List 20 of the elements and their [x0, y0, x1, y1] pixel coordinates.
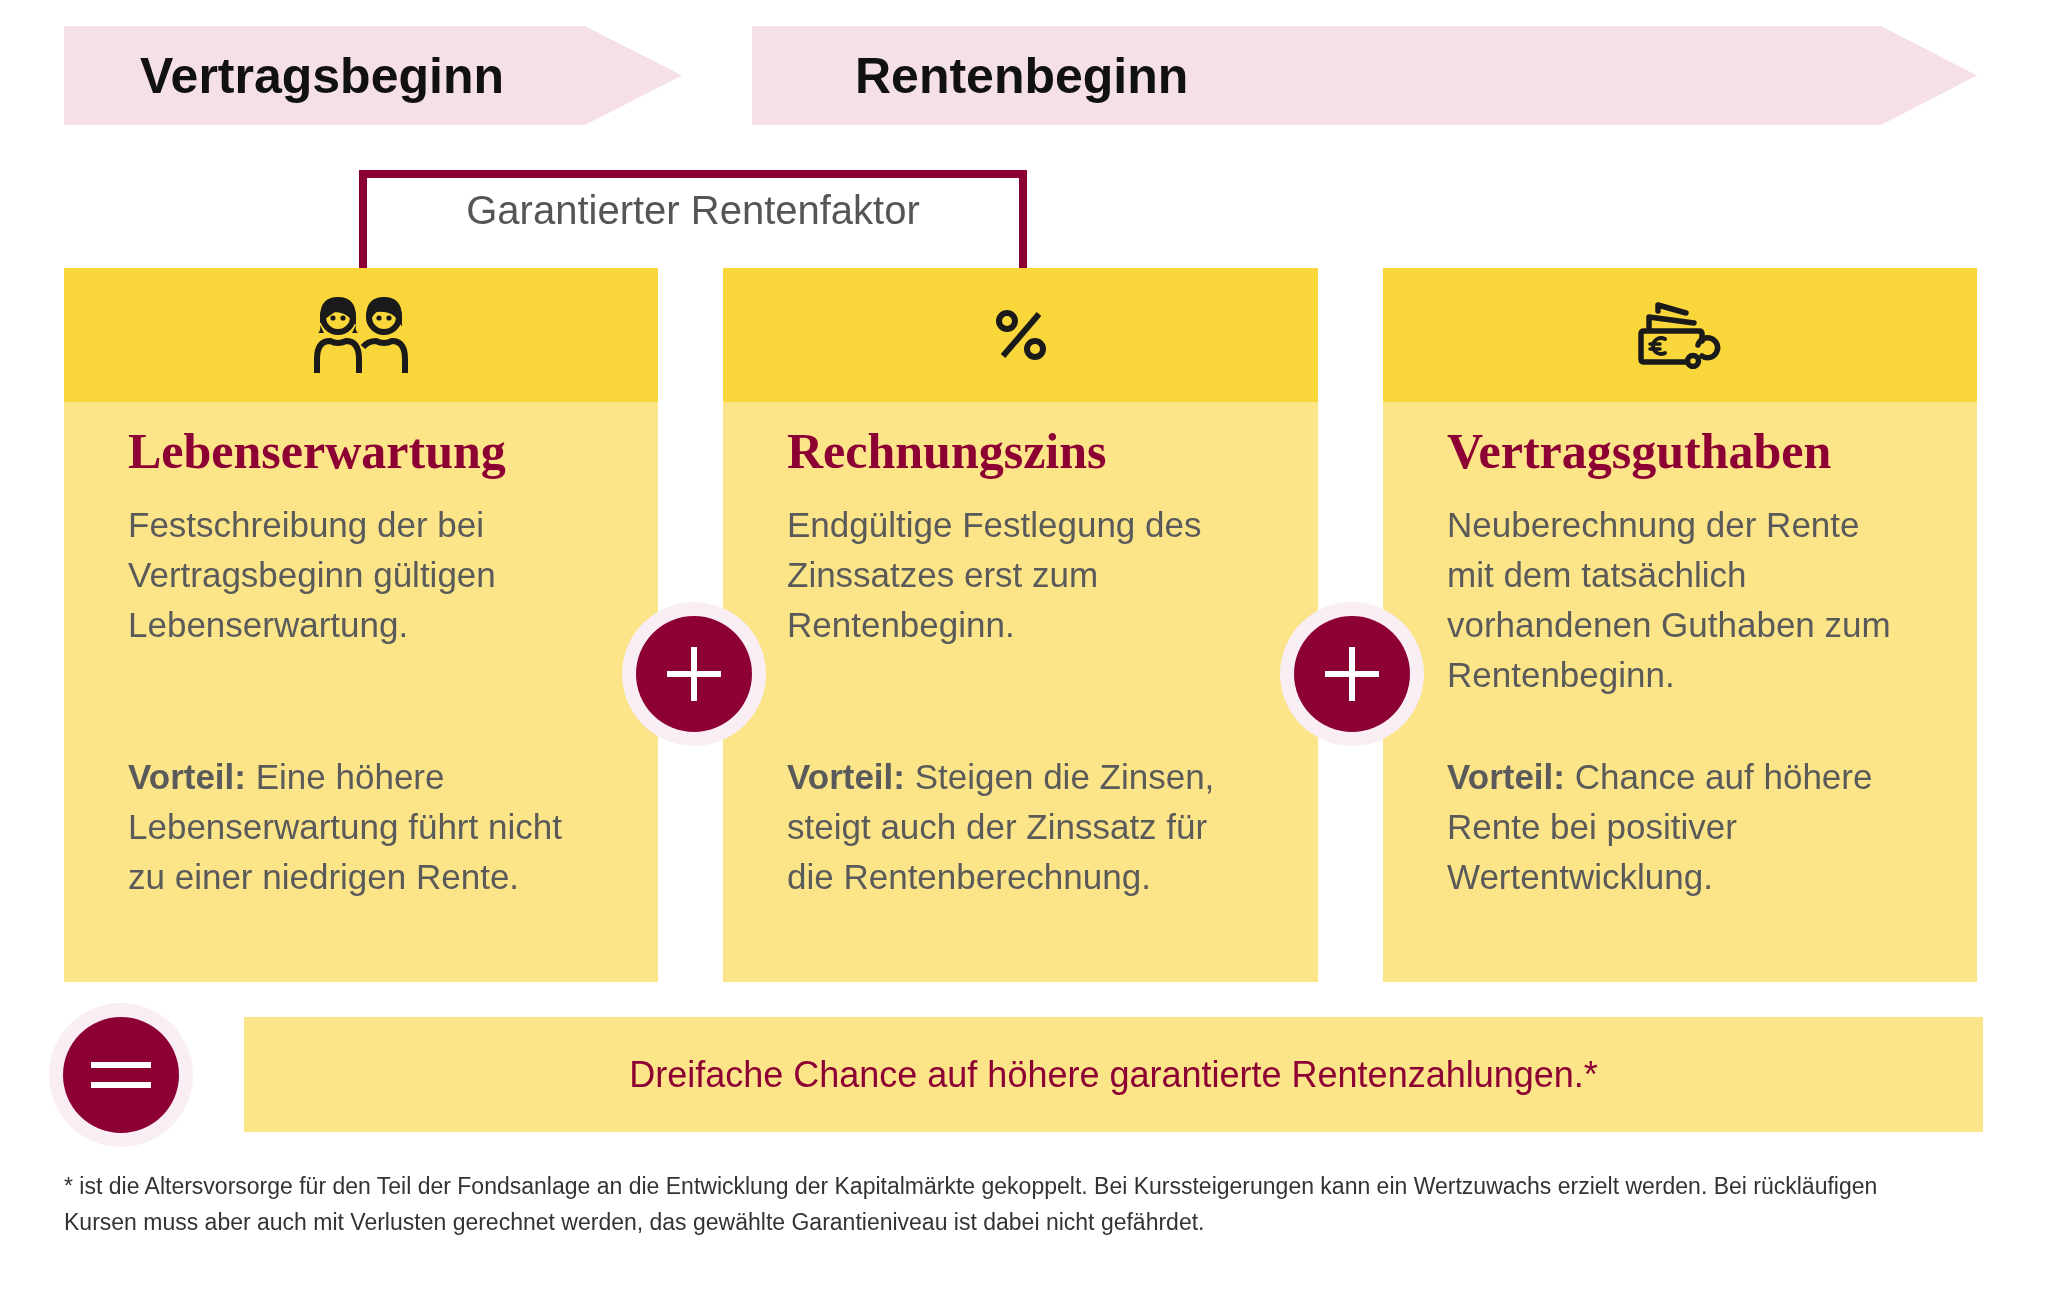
stage-label: Rentenbeginn: [855, 50, 1189, 101]
stage-label: Vertragsbeginn: [140, 50, 504, 101]
info-card: [1383, 268, 1977, 982]
footnote: * ist die Altersvorsorge für den Teil der Fondsanlage an die Entwicklung der Kapitalmärkte gekoppelt. Bei Kurssteigerungen kann ein Wertzuwachs erzielt werden. Bei rückläufigen Kursen muss aber auch mit Verlusten gerechnet werden, das gewählte Garantieniveau ist dabei nicht gefährdet.: [64, 1172, 1879, 1237]
card-heading: Lebenserwartung: [128, 422, 507, 480]
card-text: Vorteil: Eine höhere Lebenserwartung führt nicht zu einer niedrigen Rente.: [128, 756, 563, 898]
info-card: [723, 268, 1318, 982]
card-heading: Vertragsguthaben: [1447, 422, 1833, 480]
card-text: Vorteil: Steigen die Zinsen, steigt auch der Zinssatz für die Rentenberechnung.: [787, 756, 1216, 898]
card-heading: Rechnungszins: [787, 422, 1108, 480]
card-text: Vorteil: Chance auf höhere Rente bei positiver Wertentwicklung.: [1447, 756, 1874, 898]
connector-line: [359, 170, 1027, 268]
card-text: Neuberechnung der Rente mit dem tatsächlich vorhandenen Guthaben zum Rentenbeginn.: [1447, 504, 1892, 696]
card-text: Endgültige Festlegung des Zinssatzes erst zum Rentenbeginn.: [787, 504, 1203, 646]
result-banner: [244, 1017, 1983, 1132]
info-card: [64, 268, 658, 982]
result-text: Dreifache Chance auf höhere garantierte Rentenzahlungen.*: [629, 1052, 1598, 1097]
card-text: Festschreibung der bei Vertragsbeginn gültigen Lebenserwartung.: [128, 504, 497, 646]
chevron-band: [752, 26, 1977, 125]
chevron-band: [64, 26, 682, 125]
